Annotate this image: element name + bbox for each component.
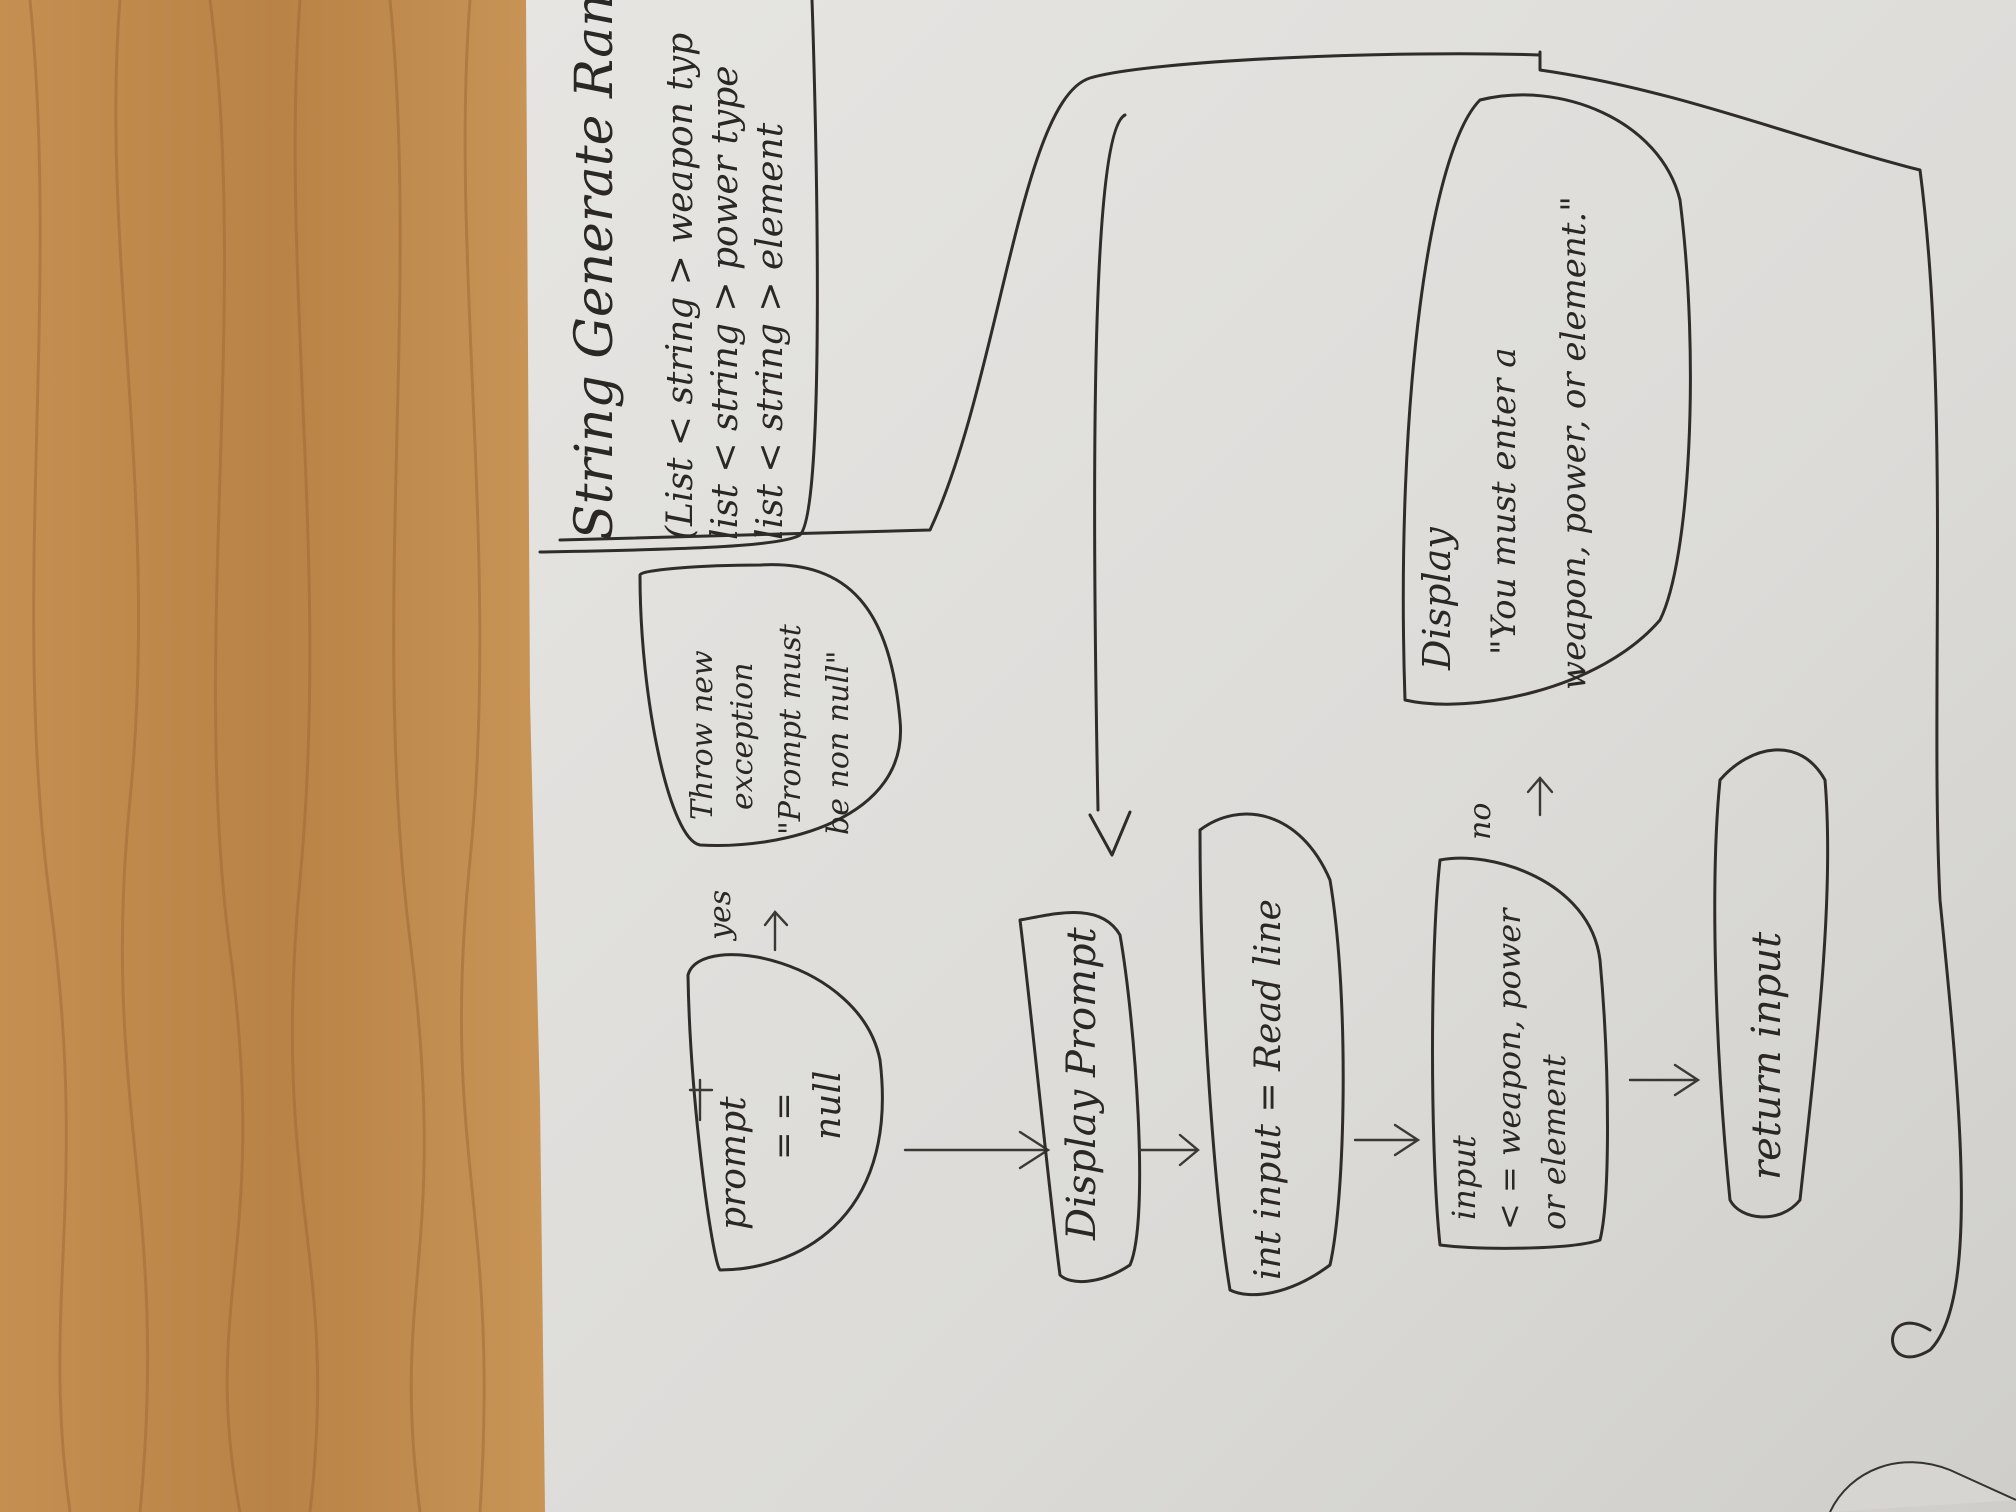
arrow-input-to-return (1628, 1063, 1701, 1097)
display-error-line-3: weapon, power, or element." (1554, 196, 1594, 690)
header-box (538, 0, 819, 554)
input-check-line-3: or element (1535, 1054, 1573, 1230)
edge-label-yes: yes (703, 890, 738, 942)
display-error-line-2: "You must enter a (1484, 348, 1524, 656)
throw-line-1: Throw new (685, 650, 720, 820)
arrow-read-to-input-check (1353, 1123, 1421, 1157)
arrow-no-to-display-error (1526, 776, 1554, 817)
node-input-check (1431, 856, 1609, 1250)
throw-line-2: exception (725, 663, 760, 810)
paper-sheet (526, 0, 2016, 1512)
loop-down-arrowhead (1088, 810, 1132, 857)
throw-line-3: "Prompt must (773, 623, 808, 835)
node-return (1713, 748, 1830, 1219)
wood-desk (0, 0, 560, 1512)
throw-line-4: be non null" (821, 651, 856, 835)
prompt-check-line-1: prompt (713, 1096, 754, 1230)
node-display-error (1401, 93, 1692, 706)
header-text-block: String Generate Rand (List < string > we… (565, 0, 791, 540)
header-line-1: (List < string > weapon typ (660, 33, 701, 540)
return-label: return input (1744, 931, 1790, 1180)
input-check-line-1: input (1445, 1135, 1483, 1220)
arrow-display-to-read (1138, 1133, 1200, 1167)
arrow-yes-to-throw (763, 910, 789, 952)
loop-return-arrow (558, 52, 1542, 542)
prompt-check-line-2: = = (764, 1092, 804, 1160)
edge-label-no: no (1463, 803, 1498, 840)
prompt-check-line-3: null (808, 1071, 849, 1140)
display-error-line-1: Display (1415, 527, 1459, 671)
loop-down-arrow (1093, 113, 1127, 812)
wood-grain (28, 0, 486, 1512)
input-check-line-2: < = weapon, power (1490, 907, 1528, 1230)
header-line-3: list < string > element (750, 122, 791, 540)
display-prompt-label: Display Prompt (1059, 926, 1105, 1241)
node-throw (638, 563, 902, 848)
node-read-line (1198, 812, 1345, 1297)
header-line-2: list < string > power type (705, 65, 746, 540)
arrow-prompt-to-display (903, 1130, 1051, 1170)
arrow-into-prompt-check (688, 1078, 714, 1122)
read-line-label: int input = Read line (1248, 899, 1289, 1280)
paper-fold-corner (1829, 1461, 2016, 1512)
header-title: String Generate Rand (565, 0, 625, 540)
loop-outline (1538, 50, 1963, 1359)
node-prompt-check (686, 953, 884, 1272)
node-display-prompt (1018, 911, 1142, 1284)
